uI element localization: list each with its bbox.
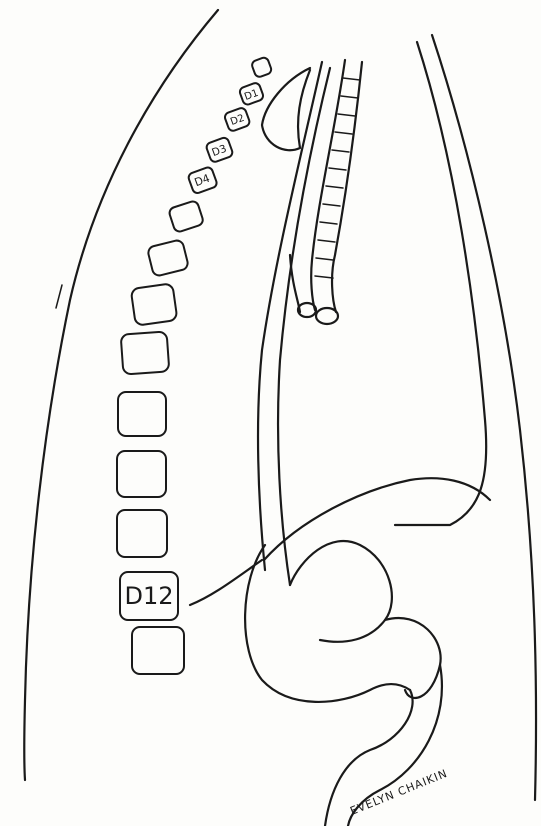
stomach-fundus (290, 541, 392, 642)
label-d12: D12 (124, 582, 173, 610)
vertebra-d5 (168, 200, 204, 233)
bronchus-connector (290, 255, 300, 312)
vertebra-d11 (117, 510, 167, 557)
vertebra-d8 (121, 331, 170, 374)
vertebra-l1 (132, 627, 184, 674)
d12-leader-line (190, 560, 262, 605)
artist-signature: EVELYN CHAIKIN (348, 767, 449, 818)
vertebra-c7 (251, 56, 273, 78)
front-outline-inner (395, 42, 486, 525)
diaphragm-line (264, 478, 490, 560)
vertebra-d10 (117, 451, 166, 497)
back-tick-mark (56, 285, 62, 308)
vertebra-d6 (147, 239, 189, 277)
vertebra-d7 (131, 283, 178, 325)
bronchus-right (316, 308, 338, 324)
vertebra-d9 (118, 392, 166, 436)
upper-sac (262, 68, 310, 150)
duodenum-upper (385, 618, 441, 698)
trachea-back (311, 60, 345, 310)
